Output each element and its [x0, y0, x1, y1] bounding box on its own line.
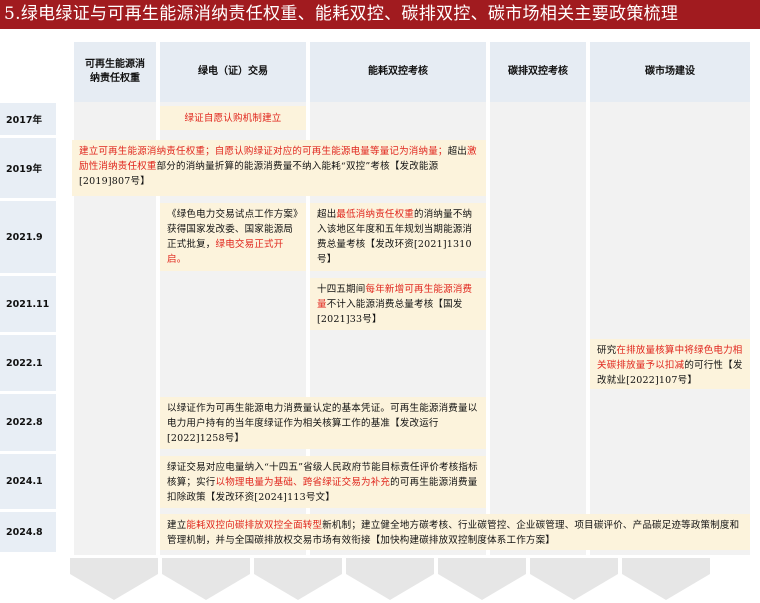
row-date: 2022.1 [0, 335, 56, 391]
arrow-down-icon [438, 558, 526, 600]
note-2021-9-minimum-weight: 超出最低消纳责任权重的消纳量不纳入该地区年度和五年规划当期能源消费总量考核【发改… [310, 203, 486, 271]
arrow-down-icon [162, 558, 250, 600]
title-bar: 5.绿电绿证与可再生能源消纳责任权重、能耗双控、碳排双控、碳市场相关主要政策梳理 [0, 0, 760, 29]
highlight-text: 激励性消纳责任权重 [79, 146, 477, 172]
highlight-text: 最低消纳责任权重 [336, 209, 415, 220]
row-date: 2022.8 [0, 394, 56, 451]
column-strip-market [590, 102, 750, 555]
note-2022-8-certificate-basis: 以绿证作为可再生能源电力消费量认定的基本凭证。可再生能源消费量以电力用户持有的当… [160, 397, 486, 449]
highlight-text: 绿证自愿认购机制建立 [184, 112, 282, 124]
highlight-text: 能耗双控向碳排放双控全面转型 [186, 520, 323, 531]
note-2022-1-carbon-deduction: 研究在排放量核算中将绿色电力相关碳排放量予以扣减的可行性【发改就业[2022]1… [590, 339, 750, 389]
note-text: 十四五期间 [317, 284, 366, 295]
note-text: 的消纳量不纳入该地区年度和五年规划当期能源消费总量考核【发改环资[2021]13… [317, 209, 473, 265]
arrow-down-icon [70, 558, 158, 600]
row-date: 2019年 [0, 138, 56, 198]
arrow-down-icon [622, 558, 710, 600]
row-date: 2024.1 [0, 454, 56, 509]
arrow-down-icon [254, 558, 342, 600]
highlight-text: 每年新增可再生能源消费量 [317, 284, 473, 310]
row-date: 2021.9 [0, 201, 56, 273]
note-text: 不计入能源消费总量考核【国发[2021]33号】 [317, 299, 463, 325]
highlight-text: 绿电交易正式开启。 [167, 239, 284, 265]
note-text: 《绿色电力交易试点工作方案》获得国家发改委、国家能源局正式批复， [167, 209, 299, 250]
note-2024-8-dual-control-transition: 建立能耗双控向碳排放双控全面转型新机制；建立健全地方碳考核、行业碳管控、企业碳管… [160, 514, 750, 550]
note-text: 部分的消纳量折算的能源消费量不纳入能耗“双控”考核【发改能源[2019]807号… [79, 161, 439, 187]
note-text: 新机制；建立健全地方碳考核、行业碳管控、企业碳管理、项目碳评价、产品碳足迹等政策… [167, 520, 740, 546]
note-2021-11-renewable-exclusion: 十四五期间每年新增可再生能源消费量不计入能源消费总量考核【国发[2021]33号… [310, 278, 486, 330]
highlight-text: 在排放量核算中将绿色电力相关碳排放量予以扣减 [597, 345, 743, 371]
note-text: 研究 [597, 345, 617, 356]
row-date: 2021.11 [0, 276, 56, 332]
note-text: 超出 [447, 146, 468, 157]
column-header-gec: 绿电（证）交易 [160, 42, 306, 102]
note-text: 的可行性【发改就业[2022]107号】 [597, 360, 743, 386]
downward-arrows [70, 558, 710, 600]
highlight-text: 以物理电量为基础、跨省绿证交易为补充 [215, 477, 391, 488]
note-text: 绿证交易对应电量纳入“十四五”省级人民政府节能目标责任评价考核指标核算；实行 [167, 462, 478, 488]
note-text: 的可再生能源消费量扣除政策【发改环资[2024]113号文】 [167, 477, 478, 503]
row-date: 2017年 [0, 103, 56, 135]
arrow-down-icon [530, 558, 618, 600]
arrow-down-icon [346, 558, 434, 600]
column-header-rps: 可再生能源消纳责任权重 [74, 42, 156, 102]
column-header-market: 碳市场建设 [590, 42, 750, 102]
highlight-text: 建立可再生能源消纳责任权重；自愿认购绿证对应的可再生能源电量等量记为消纳量； [79, 146, 448, 157]
row-date: 2024.8 [0, 512, 56, 552]
column-header-carbon: 碳排双控考核 [490, 42, 586, 102]
note-text: 超出 [317, 209, 337, 220]
note-text: 以绿证作为可再生能源电力消费量认定的基本凭证。可再生能源消费量以电力用户持有的当… [167, 403, 478, 444]
note-2021-9-green-power-trading: 《绿色电力交易试点工作方案》获得国家发改委、国家能源局正式批复，绿电交易正式开启… [160, 203, 306, 271]
note-2019-consumption-weight: 建立可再生能源消纳责任权重；自愿认购绿证对应的可再生能源电量等量记为消纳量；超出… [72, 140, 486, 196]
note-2024-1-energy-target: 绿证交易对应电量纳入“十四五”省级人民政府节能目标责任评价考核指标核算；实行以物… [160, 456, 486, 508]
note-text: 建立 [167, 520, 187, 531]
column-header-energy: 能耗双控考核 [310, 42, 486, 102]
column-strip-carbon [490, 102, 586, 555]
note-2017-green-certificate: 绿证自愿认购机制建立 [160, 106, 306, 130]
page-title: 5.绿电绿证与可再生能源消纳责任权重、能耗双控、碳排双控、碳市场相关主要政策梳理 [4, 4, 679, 24]
